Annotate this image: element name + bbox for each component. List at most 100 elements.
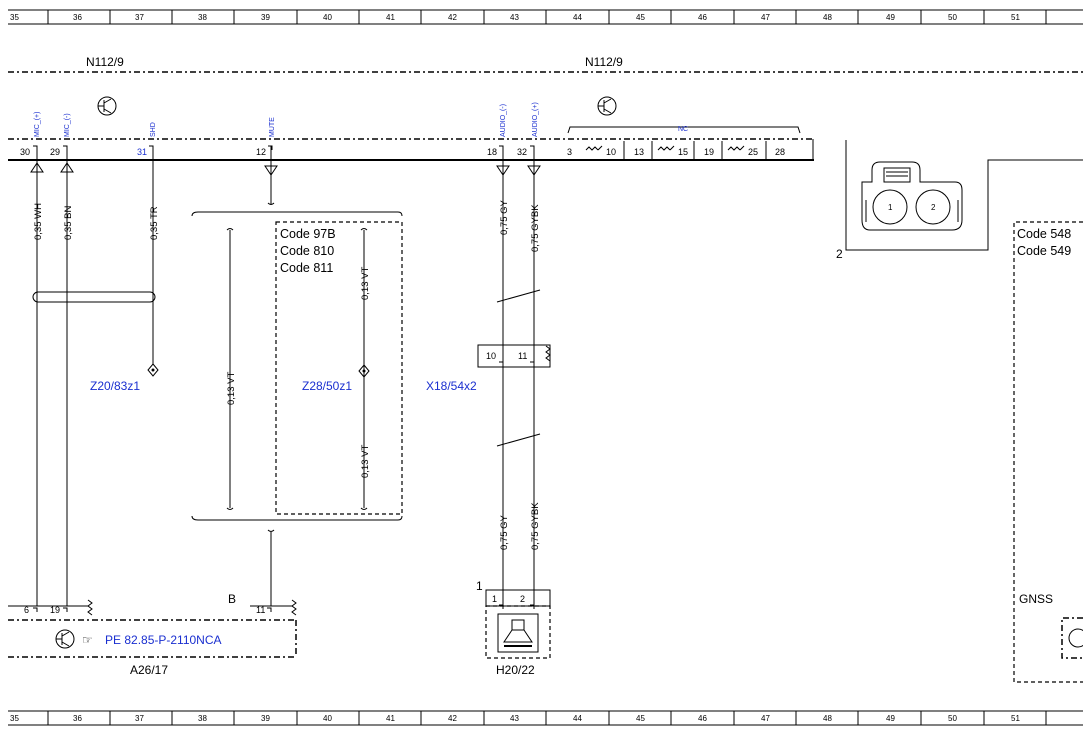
gnss-module[interactable]: Code 548 Code 549 GNSS <box>1013 221 1083 683</box>
pin-number: 30 <box>20 147 30 157</box>
pin-number: 19 <box>50 605 60 615</box>
top-grid-ruler: 35 36 37 38 39 40 41 42 43 44 45 46 47 4… <box>8 9 1083 25</box>
wire-label: 0,13 VT <box>226 372 237 405</box>
wire-label: 0,13 VT <box>360 267 371 300</box>
pin-number: 1 <box>492 594 497 604</box>
wire-label: 0,35 BN <box>63 206 74 240</box>
pin-number: 15 <box>678 147 688 157</box>
reference-link[interactable]: PE 82.85-P-2110NCA <box>105 633 222 647</box>
pin-number: 2 <box>520 594 525 604</box>
connector-number: 1 <box>476 579 483 593</box>
component-label: H20/22 <box>496 663 535 677</box>
pin-number: 25 <box>748 147 758 157</box>
grid-label: 51 <box>1011 714 1020 723</box>
connector-number: 2 <box>836 247 843 261</box>
top-pin-row: 30 29 31 12 18 32 3 10 13 15 19 25 28 <box>20 141 785 160</box>
wire-label: 0,35 WH <box>33 203 44 240</box>
code-label: Code 810 <box>280 244 334 258</box>
pin-number: 29 <box>50 147 60 157</box>
grid-label: 44 <box>573 13 582 22</box>
grid-label: 36 <box>73 714 82 723</box>
pin-number: 11 <box>518 351 527 361</box>
pin-number: 12 <box>256 147 266 157</box>
grid-label: 44 <box>573 714 582 723</box>
connector-housing-icon <box>861 161 963 231</box>
grid-label: 50 <box>948 13 957 22</box>
grid-label: 39 <box>261 714 270 723</box>
h20-speaker[interactable]: 1 1 2 H20/22 <box>476 579 551 677</box>
connector-label: X18/54x2 <box>426 379 477 393</box>
pin-number: 13 <box>634 147 644 157</box>
pin-number: 6 <box>24 605 29 615</box>
signal-label: SHD <box>150 122 157 137</box>
transistor-icon <box>597 96 617 116</box>
transistor-icon <box>97 96 117 116</box>
signal-label: NC <box>678 126 688 133</box>
wire-label: 0,35 TR <box>149 206 160 240</box>
signal-label: MIC_(-) <box>64 113 71 137</box>
grid-label: 45 <box>636 13 645 22</box>
grid-label: 41 <box>386 13 395 22</box>
grid-label: 49 <box>886 13 895 22</box>
grid-label: 46 <box>698 13 707 22</box>
pin-number: 2 <box>931 203 936 212</box>
pin-number: 1 <box>888 203 893 212</box>
pin-number: 28 <box>775 147 785 157</box>
speaker-icon <box>497 613 539 653</box>
bottom-grid-ruler: 35 36 37 38 39 40 41 42 43 44 45 46 47 4… <box>8 710 1083 726</box>
grid-label: 35 <box>10 13 19 22</box>
mute-wire-bundle[interactable]: 0,13 VT Code 97B Code 810 Code 811 0,13 … <box>191 146 403 606</box>
grid-label: 37 <box>135 714 144 723</box>
grid-label: 40 <box>323 13 332 22</box>
wire-label: 0,75 GYBK <box>530 204 541 252</box>
connector-letter: B <box>228 592 236 606</box>
grid-label: 35 <box>10 714 19 723</box>
pin-number: 10 <box>486 351 496 361</box>
grid-label: 49 <box>886 714 895 723</box>
pin-number: 11 <box>256 605 265 615</box>
grid-label: 46 <box>698 714 707 723</box>
wire-label: 0,75 GYBK <box>530 502 541 550</box>
pin-number: 10 <box>606 147 616 157</box>
wire-label: 0,75 GY <box>499 514 510 550</box>
pin-number: 3 <box>567 147 572 157</box>
code-label: Code 811 <box>280 261 333 275</box>
splice-label: Z20/83z1 <box>90 379 140 393</box>
signal-labels: MIC_(+) MIC_(-) SHD MUTE AUDIO_(-) AUDIO… <box>34 102 801 137</box>
pin-number: 32 <box>517 147 527 157</box>
connector-view[interactable]: 2 1 2 <box>836 140 1083 261</box>
code-label: Code 97B <box>280 227 336 241</box>
grid-label: 42 <box>448 13 457 22</box>
microphone-wires[interactable]: 0,35 WH 0,35 BN 0,35 TR Z20/83z1 <box>30 146 160 606</box>
grid-label: 48 <box>823 714 832 723</box>
grid-label: 39 <box>261 13 270 22</box>
wire-label: 0,75 GY <box>499 199 510 235</box>
module-label: GNSS <box>1019 592 1053 606</box>
grid-label: 43 <box>510 714 519 723</box>
grid-label: 45 <box>636 714 645 723</box>
component-label: N112/9 <box>86 55 124 69</box>
component-label: N112/9 <box>585 55 623 69</box>
grid-label: 36 <box>73 13 82 22</box>
grid-label: 48 <box>823 13 832 22</box>
pin-number: 18 <box>487 147 497 157</box>
grid-label: 42 <box>448 714 457 723</box>
grid-label: 38 <box>198 714 207 723</box>
x18-connector[interactable]: 10 11 <box>477 344 551 368</box>
grid-label: 50 <box>948 714 957 723</box>
hand-pointer-icon: ☞ <box>82 633 93 647</box>
grid-label: 40 <box>323 714 332 723</box>
grid-label: 47 <box>761 714 770 723</box>
grid-label: 43 <box>510 13 519 22</box>
signal-label: AUDIO_(+) <box>532 102 539 137</box>
a26-module[interactable]: 6 19 11 B ☞ PE 82.85-P-2110NCA A26/17 <box>8 592 297 677</box>
transistor-icon <box>55 629 75 649</box>
signal-label: MUTE <box>269 117 276 137</box>
n112-control-unit[interactable]: N112/9 N112/9 <box>8 55 1083 161</box>
component-label: A26/17 <box>130 663 168 677</box>
signal-label: MIC_(+) <box>34 112 41 137</box>
code-label: Code 549 <box>1017 244 1071 258</box>
audio-wires[interactable]: 0,75 GY 0,75 GYBK 0,75 GY 0,75 GYBK 10 1… <box>426 146 551 606</box>
signal-label: AUDIO_(-) <box>500 104 507 137</box>
